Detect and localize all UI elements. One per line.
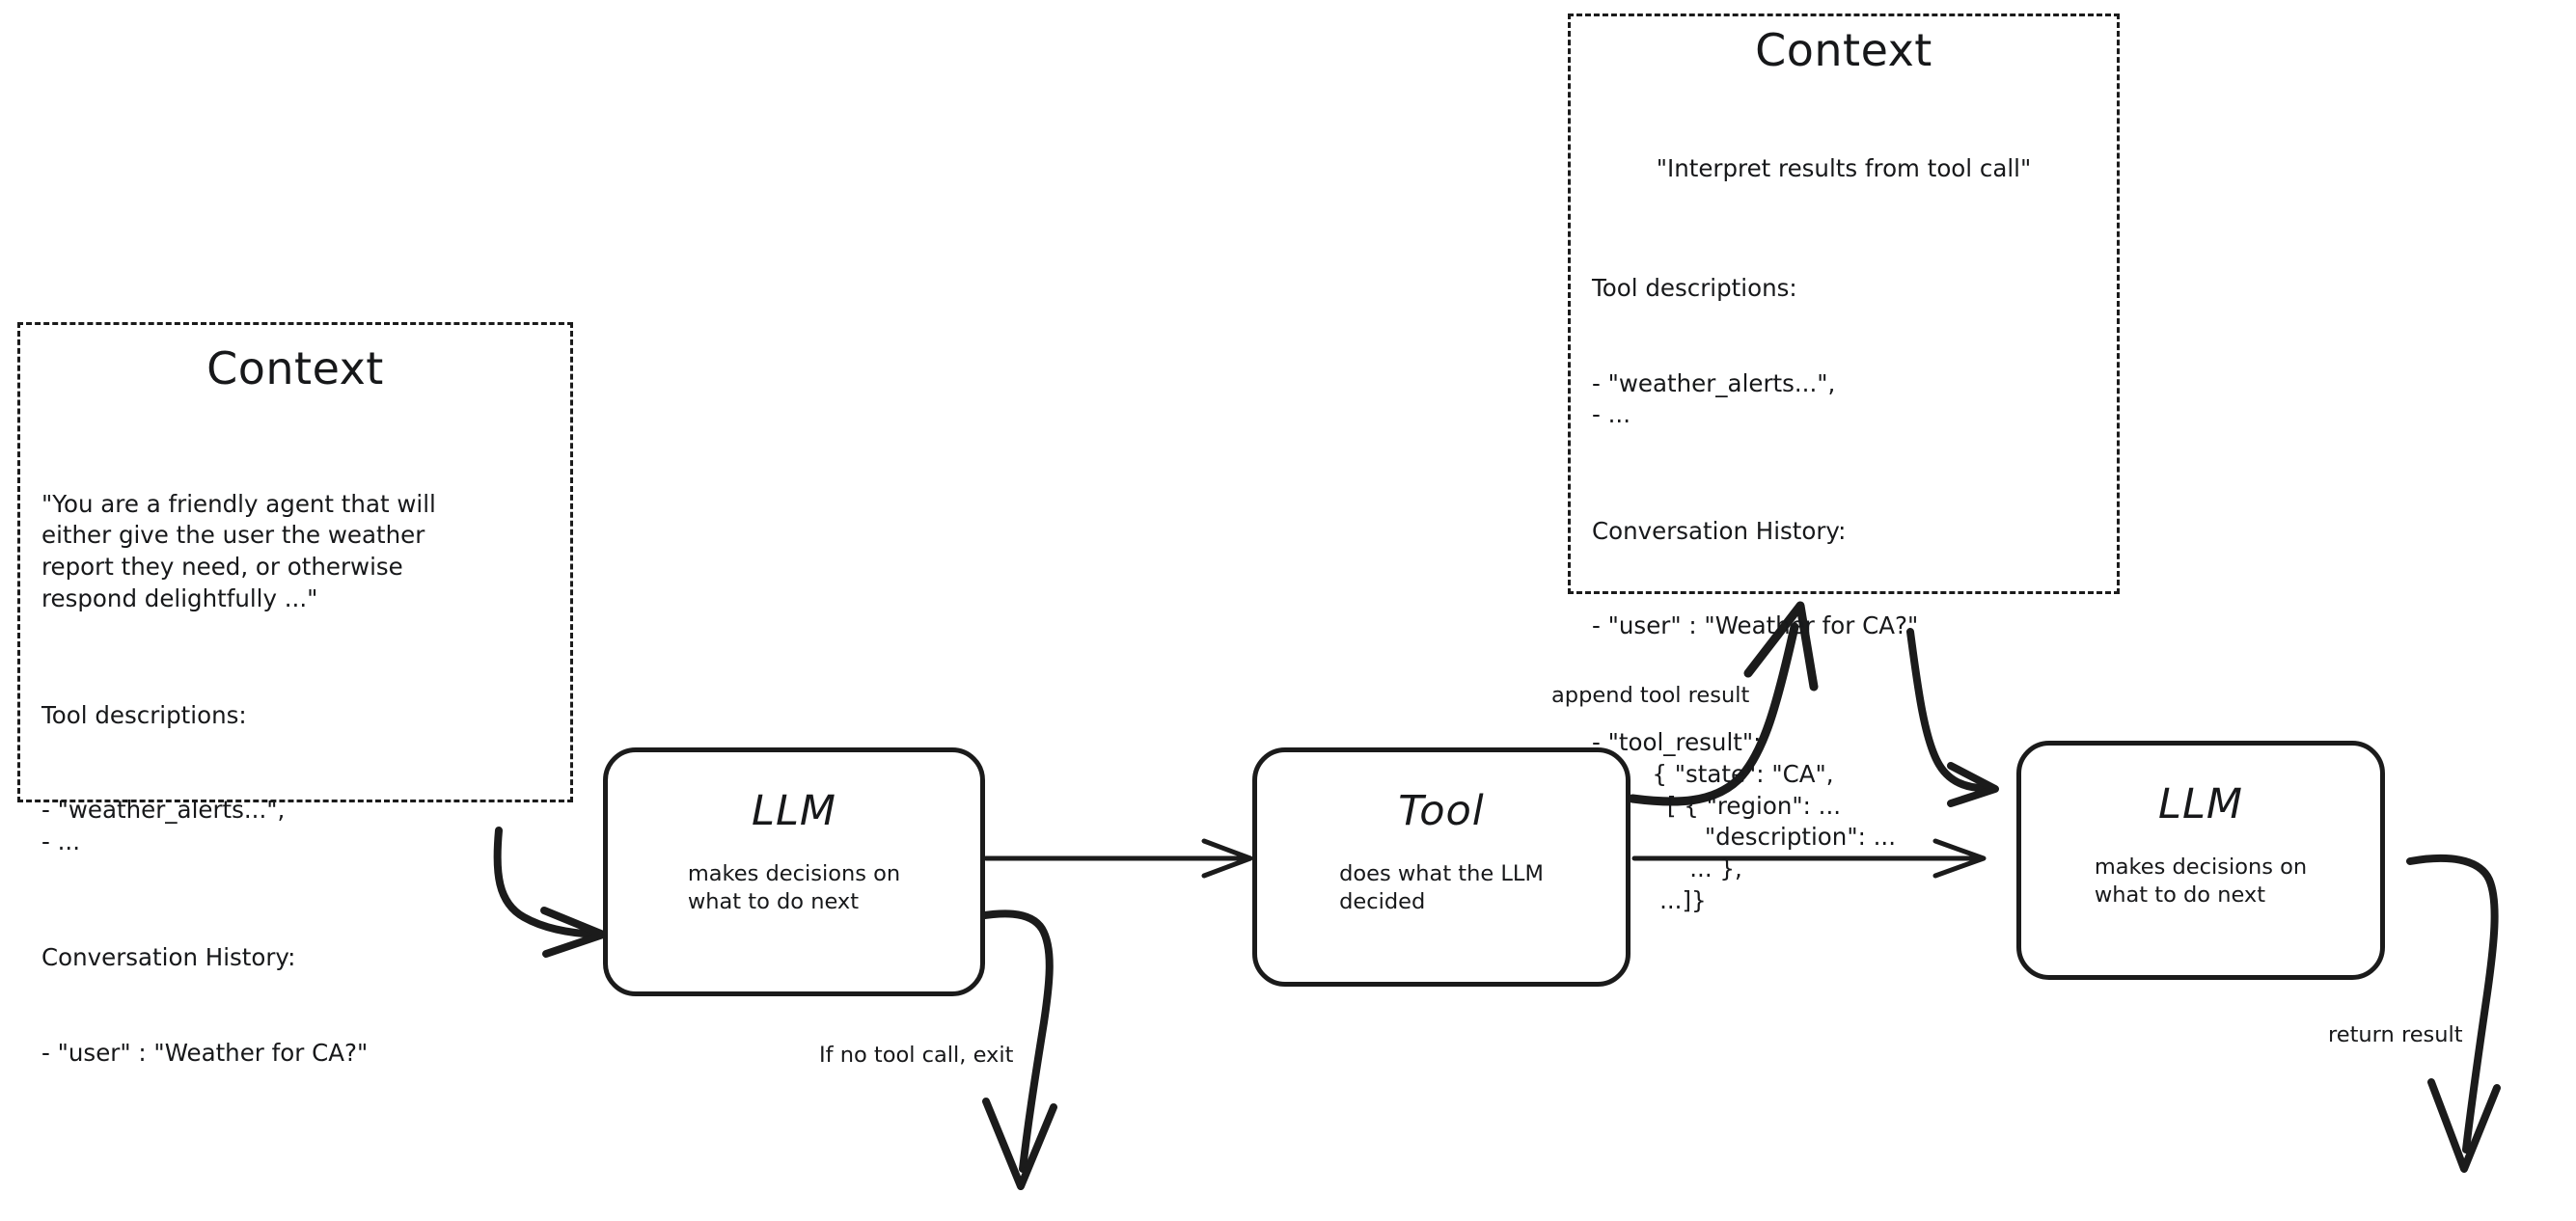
context-left-tools-items: - "weather_alerts...", - ... bbox=[41, 796, 286, 855]
edge-context-to-llm2 bbox=[1906, 628, 1999, 807]
edge-llm1-to-tool bbox=[983, 838, 1253, 879]
node-tool-subtitle: does what the LLM decided bbox=[1339, 861, 1544, 915]
context-left-conversation-heading: Conversation History: bbox=[41, 943, 296, 972]
node-llm-1-subtitle: makes decisions on what to do next bbox=[687, 861, 901, 915]
edge-label-if-no-tool-call-exit: If no tool call, exit bbox=[819, 1043, 1014, 1068]
node-llm-2-subtitle: makes decisions on what to do next bbox=[2094, 855, 2308, 909]
edge-tool-to-llm2 bbox=[1631, 838, 1987, 879]
node-llm-1[interactable]: LLM makes decisions on what to do next bbox=[603, 747, 985, 996]
context-left-heading: Context bbox=[206, 342, 384, 394]
node-llm-2[interactable]: LLM makes decisions on what to do next bbox=[2016, 741, 2385, 980]
context-right-heading: Context bbox=[1755, 24, 1932, 76]
context-panel-right: Context "Interpret results from tool cal… bbox=[1568, 14, 2120, 914]
context-right-conversation-tool-result: - "tool_result": { "state": "CA", [ { "r… bbox=[1592, 727, 1896, 915]
node-llm-1-title: LLM bbox=[751, 787, 836, 835]
context-left-conversation-items: - "user" : "Weather for CA?" bbox=[41, 1038, 369, 1067]
edge-label-append-tool-result: append tool result bbox=[1551, 683, 1750, 708]
context-right-tools-heading: Tool descriptions: bbox=[1592, 274, 1797, 303]
node-tool[interactable]: Tool does what the LLM decided bbox=[1252, 747, 1631, 987]
context-right-tools-items: - "weather_alerts...", - ... bbox=[1592, 368, 1836, 429]
context-left-tools-heading: Tool descriptions: bbox=[41, 700, 247, 729]
edge-tool-to-context bbox=[1628, 601, 1819, 806]
node-llm-2-title: LLM bbox=[2157, 780, 2243, 828]
context-right-system-prompt: "Interpret results from tool call" bbox=[1656, 153, 2032, 182]
context-right-conversation-user: - "user" : "Weather for CA?" bbox=[1592, 611, 1919, 640]
context-panel-left: Context "You are a friendly agent that w… bbox=[17, 322, 573, 1067]
edge-label-return-result: return result bbox=[2328, 1022, 2463, 1047]
edge-llm2-return bbox=[2406, 854, 2501, 1173]
node-tool-title: Tool bbox=[1398, 787, 1485, 835]
edge-llm1-exit bbox=[964, 909, 1057, 1190]
context-right-conversation-heading: Conversation History: bbox=[1592, 516, 1847, 545]
context-left-system-prompt: "You are a friendly agent that will eith… bbox=[41, 489, 436, 613]
